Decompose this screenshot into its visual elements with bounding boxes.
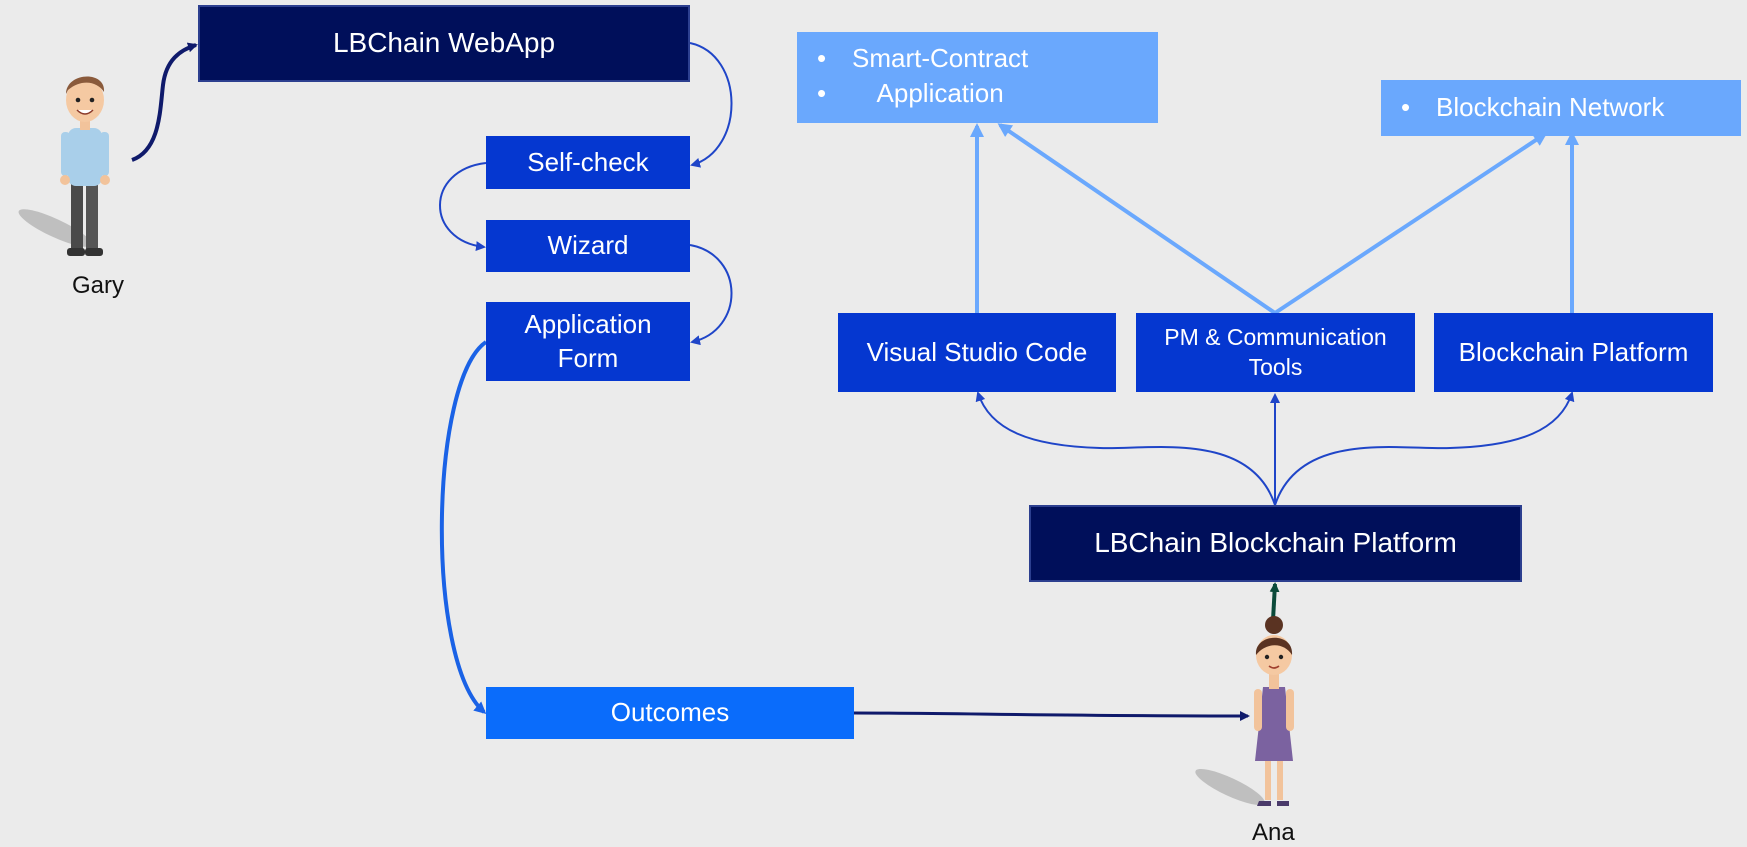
arrow-outcomes-to-ana bbox=[853, 710, 1250, 721]
outcomes-box: Outcomes bbox=[486, 687, 854, 739]
arrow-pmtools-to-smartcontract bbox=[997, 123, 1277, 315]
arrow-wizard-to-form bbox=[689, 244, 733, 346]
arrow-gary-to-webapp bbox=[131, 42, 198, 162]
lbchain-platform-box: LBChain Blockchain Platform bbox=[1029, 505, 1522, 582]
blockchain-network-target-box: Blockchain Network bbox=[1381, 80, 1741, 136]
blockchain-network-target-list: Blockchain Network bbox=[1381, 90, 1664, 125]
wizard-box: Wizard bbox=[486, 220, 690, 272]
blockchain-platform-box: Blockchain Platform bbox=[1434, 313, 1713, 392]
target-item-blockchain-network: Blockchain Network bbox=[1381, 90, 1664, 125]
arrow-form-to-outcomes bbox=[439, 340, 488, 714]
webapp-box: LBChain WebApp bbox=[198, 5, 690, 82]
self-check-box: Self-check bbox=[486, 136, 690, 189]
ana-label: Ana bbox=[1252, 819, 1295, 846]
arrow-selfcheck-to-wizard bbox=[439, 162, 487, 252]
vscode-box: Visual Studio Code bbox=[838, 313, 1116, 392]
arrow-platform-to-vscode bbox=[975, 391, 1276, 506]
gary-avatar bbox=[18, 76, 110, 256]
target-item-smart-contract: Smart-Contract bbox=[797, 41, 1028, 76]
application-form-box: Application Form bbox=[486, 302, 690, 381]
target-item-application: Application bbox=[797, 76, 1028, 111]
gary-label: Gary bbox=[72, 272, 125, 299]
ana-avatar bbox=[1195, 616, 1294, 806]
pm-tools-box: PM & Communication Tools bbox=[1136, 313, 1415, 392]
arrow-webapp-to-selfcheck bbox=[689, 42, 733, 168]
arrow-pmtools-to-network bbox=[1273, 132, 1548, 315]
arrow-platform-to-blockchain bbox=[1274, 391, 1575, 506]
smart-contract-target-list: Smart-Contract Application bbox=[797, 41, 1028, 111]
arrow-ana-to-platform bbox=[1269, 582, 1280, 621]
smart-contract-target-box: Smart-Contract Application bbox=[797, 32, 1158, 123]
